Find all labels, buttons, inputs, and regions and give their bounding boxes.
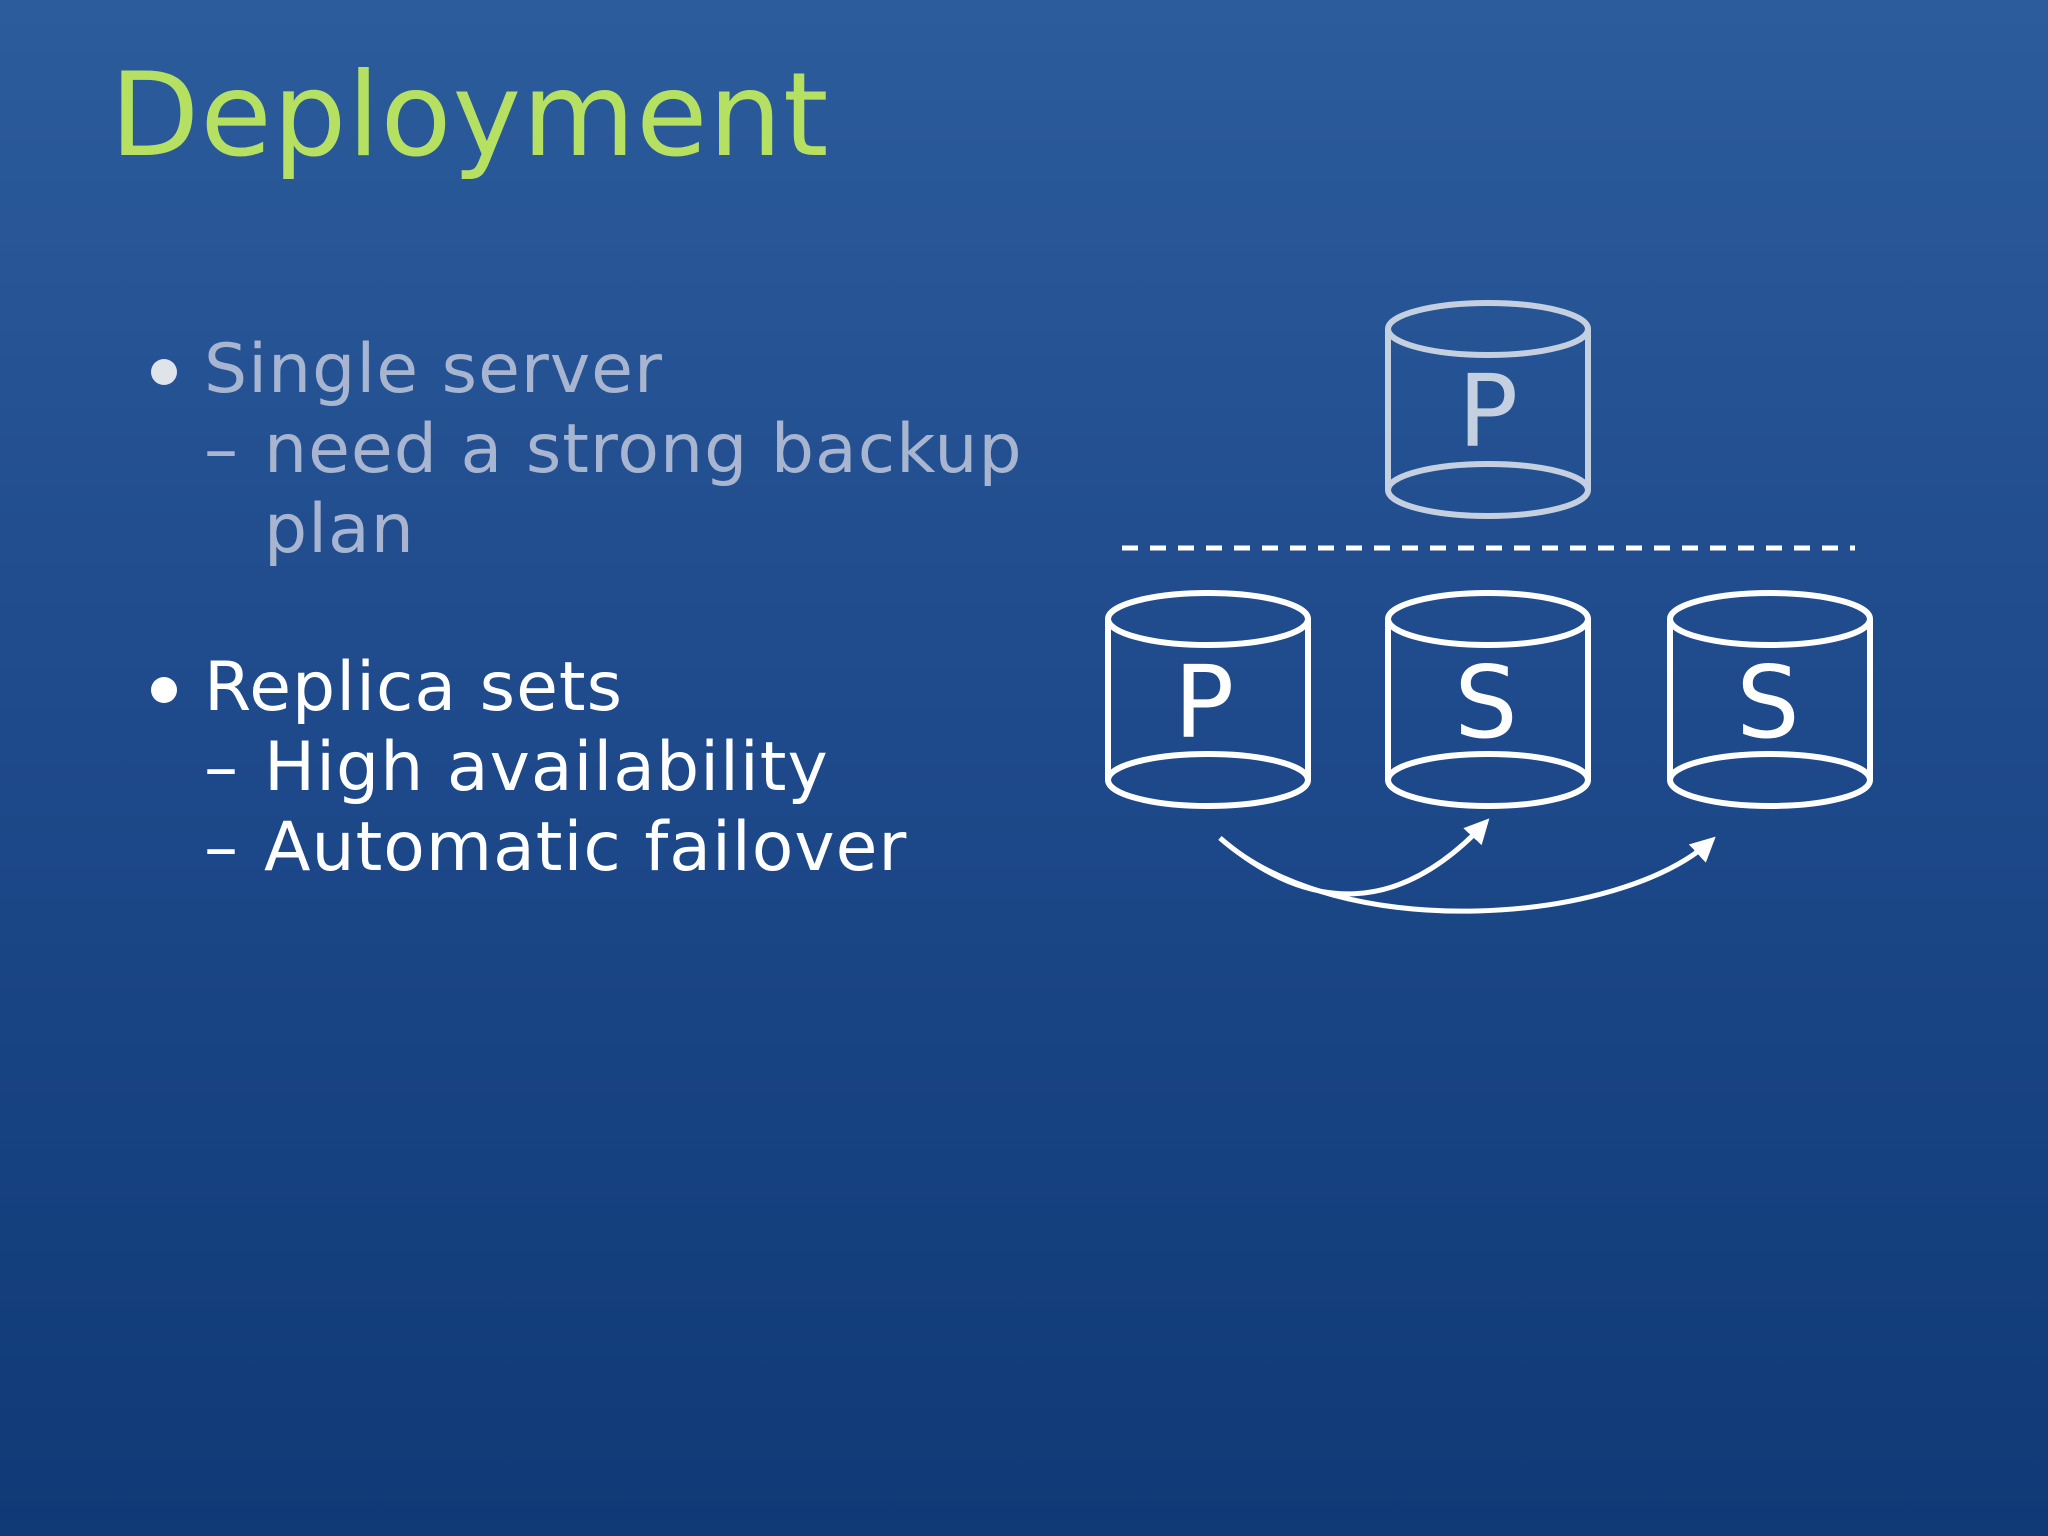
bullet-list: Single server – need a strong backup pla…	[148, 330, 1168, 966]
sub-bullet-text: need a strong backup plan	[264, 410, 1023, 569]
replication-arrow	[1218, 836, 1716, 914]
replication-arrow	[1218, 818, 1490, 897]
sub-bullet-text: Automatic failover	[264, 808, 908, 887]
primary-database-icon: P	[1105, 590, 1311, 809]
dash-marker: –	[204, 410, 239, 489]
secondary-database-icon: S	[1385, 590, 1591, 809]
secondary-database-icon: S	[1667, 590, 1873, 809]
node-label: S	[1454, 644, 1517, 761]
bullet-single-server: Single server – need a strong backup pla…	[148, 330, 1168, 570]
sub-bullet: – need a strong backup plan	[148, 410, 1168, 570]
slide-title: Deployment	[110, 48, 830, 183]
sub-bullet: – Automatic failover	[148, 808, 1168, 888]
node-label: S	[1736, 644, 1799, 761]
bullet-dot-icon	[151, 677, 177, 703]
node-label: P	[1458, 353, 1518, 470]
dash-marker: –	[204, 808, 239, 887]
dash-marker: –	[204, 728, 239, 807]
single-server-database-icon: P	[1385, 300, 1591, 519]
bullet-replica-sets: Replica sets – High availability – Autom…	[148, 648, 1168, 888]
sub-bullet-text: High availability	[264, 728, 829, 807]
bullet-text: Single server	[204, 330, 663, 409]
bullet-dot-icon	[151, 359, 177, 385]
sub-bullet: – High availability	[148, 728, 1168, 808]
node-label: P	[1174, 644, 1234, 761]
bullet-text: Replica sets	[204, 648, 624, 727]
